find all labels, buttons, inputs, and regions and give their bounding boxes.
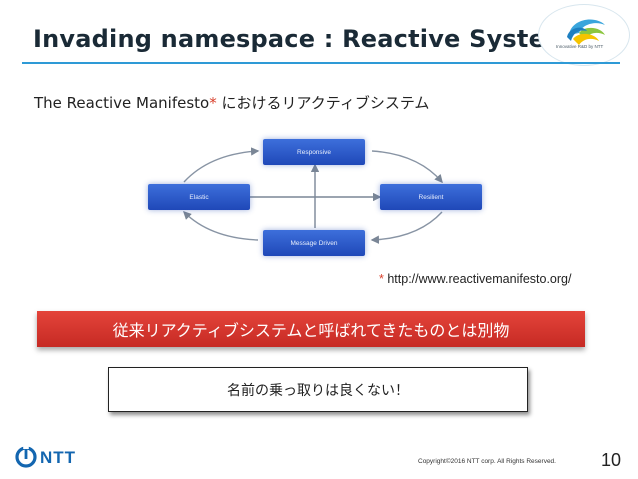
copyright: Copyright©2016 NTT corp. All Rights Rese…	[418, 458, 556, 465]
reactive-manifesto-diagram: Responsive Elastic Resilient Message Dri…	[140, 130, 490, 260]
emphasis-banner: 従来リアクティブシステムと呼ばれてきたものとは別物	[37, 311, 585, 347]
arc-resilient-to-message	[370, 211, 443, 244]
footnote-url[interactable]: http://www.reactivemanifesto.org/	[383, 272, 572, 286]
ntt-brand: NTT	[40, 448, 77, 467]
ntt-logo: NTT	[15, 446, 85, 468]
ntt-ring-icon	[15, 446, 37, 468]
node-resilient: Resilient	[380, 184, 482, 210]
node-message-driven: Message Driven	[263, 230, 365, 256]
footnote-star: *	[379, 272, 384, 286]
subtitle-rest: におけるリアクティブシステム	[216, 94, 430, 112]
footnote: * http://www.reactivemanifesto.org/	[379, 272, 571, 286]
innovative-rd-logo	[538, 4, 630, 66]
subtitle-star: *	[209, 94, 217, 112]
diagram-connectors	[183, 147, 443, 244]
arc-message-to-elastic	[183, 211, 259, 241]
arc-elastic-to-responsive	[183, 147, 260, 183]
swirl-logo-icon	[567, 19, 605, 45]
logo-caption: Innovative R&D by NTT	[556, 44, 604, 49]
slide-title: Invading namespace : Reactive System	[33, 25, 571, 53]
page-number: 10	[601, 450, 622, 470]
node-responsive: Responsive	[263, 139, 365, 165]
subtitle-main: The Reactive Manifesto	[34, 94, 210, 112]
subtitle: The Reactive Manifesto* におけるリアクティブシステム	[34, 92, 429, 113]
title-divider	[22, 62, 620, 64]
node-elastic: Elastic	[148, 184, 250, 210]
arc-responsive-to-resilient	[371, 150, 443, 184]
note-box: 名前の乗っ取りは良くない！	[108, 367, 528, 412]
